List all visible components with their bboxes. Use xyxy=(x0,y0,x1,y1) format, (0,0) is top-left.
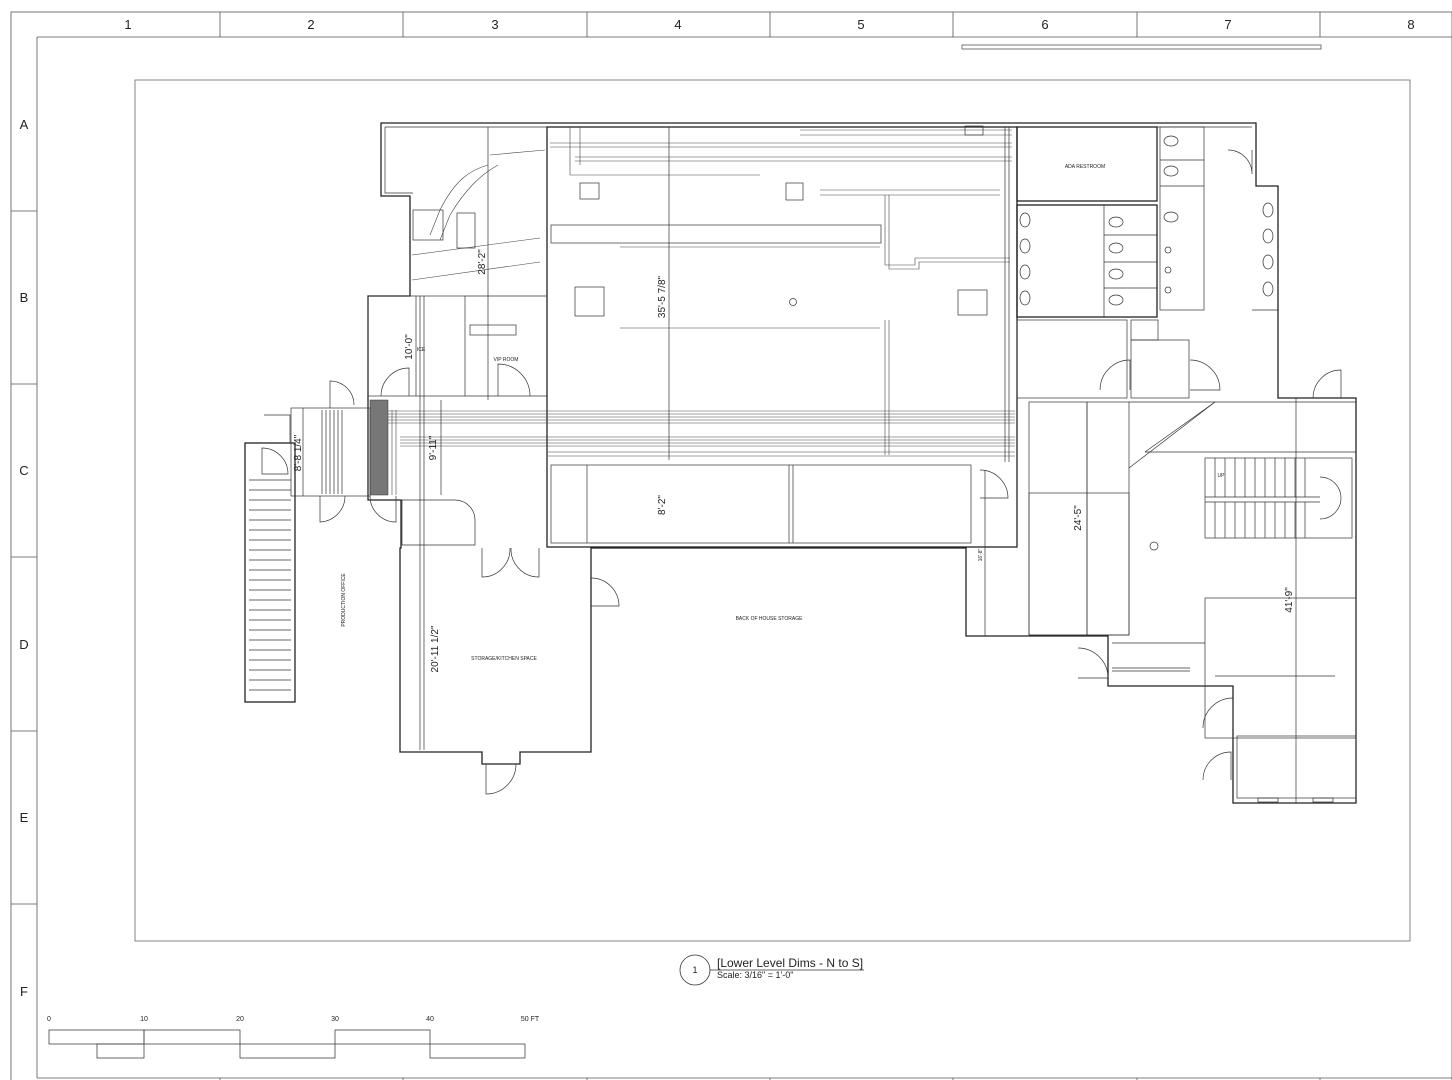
room-label-vip-room: VIP ROOM xyxy=(494,357,519,363)
drawing-title: 1 [Lower Level Dims - N to S] Scale: 3/1… xyxy=(679,954,864,986)
grid-row-b: B xyxy=(20,290,29,305)
grid-col-6: 6 xyxy=(1041,17,1048,32)
grid-col-3: 3 xyxy=(491,17,498,32)
drawing-title-text: [Lower Level Dims - N to S] xyxy=(717,956,863,970)
dim-41-9: 41'-9" xyxy=(1284,587,1295,613)
dimension-lines xyxy=(302,400,1088,636)
drawing-number: 1 xyxy=(692,965,697,975)
scale-label-30: 30 xyxy=(331,1016,339,1023)
dim-small: 16'-8" xyxy=(978,548,984,561)
scale-label-10: 10 xyxy=(140,1016,148,1023)
dim-20-11: 20'-11 1/2" xyxy=(430,625,441,672)
grid-col-5: 5 xyxy=(857,17,864,32)
grid-col-2: 2 xyxy=(307,17,314,32)
room-label-production-office: PRODUCTION OFFICE xyxy=(341,573,347,627)
grid-row-e: E xyxy=(20,810,29,825)
dimension-labels: 28'-2" 35'-5 7/8" 10'-0" 8'-8 1/4" 9'-11… xyxy=(293,249,1295,673)
grid-row-d: D xyxy=(19,637,28,652)
ada-restroom xyxy=(1016,126,1158,202)
grid-col-1: 1 xyxy=(124,17,131,32)
grid-row-labels: A B C D E F xyxy=(19,117,28,999)
grid-row-a: A xyxy=(20,117,29,132)
grid-col-4: 4 xyxy=(674,17,681,32)
room-label-ada-restroom: ADA RESTROOM xyxy=(1065,164,1105,170)
plumbing-fixtures xyxy=(1019,135,1274,306)
upper-ducts xyxy=(411,127,1012,462)
room-label-storage-kitchen: STORAGE/KITCHEN SPACE xyxy=(471,656,537,662)
grid-col-8: 8 xyxy=(1407,17,1414,32)
duct-bundle xyxy=(369,399,1015,496)
scale-label-0: 0 xyxy=(47,1016,51,1023)
sheet-border xyxy=(10,11,1452,1080)
scale-label-40: 40 xyxy=(426,1016,434,1023)
west-stair xyxy=(244,442,296,703)
grid-row-c: C xyxy=(19,463,28,478)
floor-plan xyxy=(244,122,1357,804)
stair-up-label: UP xyxy=(1218,473,1226,479)
drawing-scale-text: Scale: 3/16" = 1'-0" xyxy=(717,970,793,980)
grid-col-7: 7 xyxy=(1224,17,1231,32)
room-labels: ADA RESTROOM VIP ROOM ICE STORAGE/KITCHE… xyxy=(341,164,1225,662)
scale-bar: 0 10 20 30 40 50 FT xyxy=(47,1016,540,1059)
north-wall xyxy=(367,122,1357,804)
dim-10-0: 10'-0" xyxy=(404,334,415,360)
room-label-back-of-house: BACK OF HOUSE STORAGE xyxy=(736,616,804,622)
dim-35-5: 35'-5 7/8" xyxy=(657,275,668,318)
west-stair-treads xyxy=(249,479,291,691)
grid-column-labels: 1 2 3 4 5 6 7 8 xyxy=(124,17,1414,32)
scale-label-50: 50 FT xyxy=(521,1016,540,1023)
dim-8-8: 8'-8 1/4" xyxy=(293,434,304,471)
grid-row-f: F xyxy=(20,984,28,999)
room-label-office-fragment: ICE xyxy=(417,347,426,353)
dim-8-2: 8'-2" xyxy=(657,495,668,515)
scale-label-20: 20 xyxy=(236,1016,244,1023)
dim-28-2: 28'-2" xyxy=(477,249,488,275)
east-stair xyxy=(1204,457,1353,539)
dim-24-5: 24'-5" xyxy=(1073,505,1084,531)
dim-9-11: 9'-11" xyxy=(428,435,439,460)
